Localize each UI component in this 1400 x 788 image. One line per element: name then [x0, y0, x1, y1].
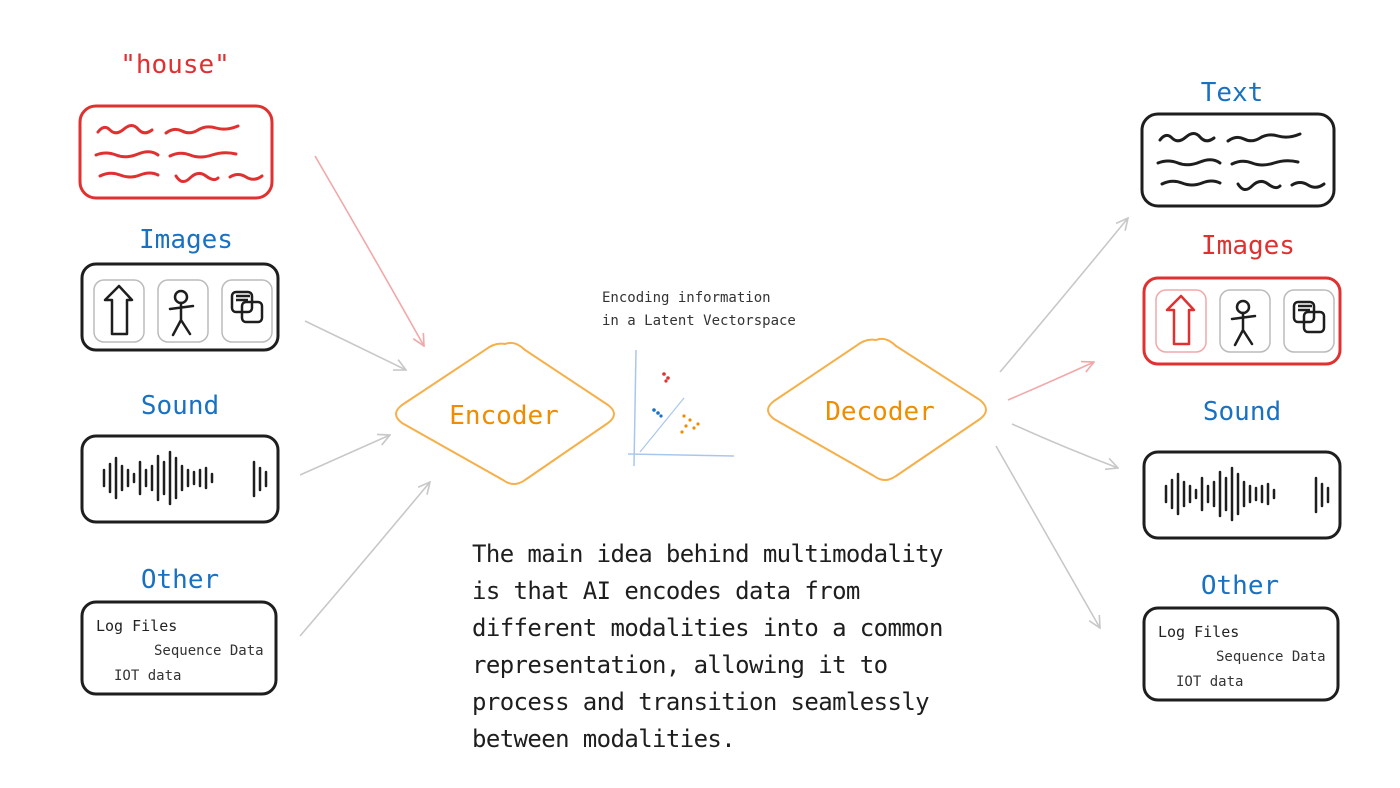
input-sound-label: Sound	[141, 391, 219, 421]
input-text-box	[78, 104, 274, 200]
arrow-decoder-to-images	[1007, 362, 1094, 401]
house-icon	[93, 279, 145, 343]
output-other-item: Sequence Data	[1216, 649, 1326, 665]
input-images-label: Images	[139, 225, 233, 255]
input-sound-box	[80, 434, 280, 524]
description-text: The main idea behind multimodality is th…	[472, 540, 943, 753]
latent-points-orange	[680, 414, 700, 434]
decoder-node: Decoder	[767, 337, 987, 481]
arrow-other-to-encoder	[299, 482, 430, 637]
latent-points-blue	[652, 408, 663, 418]
latent-space-plot	[627, 349, 735, 467]
output-text-box	[1140, 112, 1336, 208]
arrow-text-to-encoder	[314, 155, 424, 346]
output-other-item: IOT data	[1176, 674, 1243, 690]
output-other-label: Other	[1201, 571, 1279, 601]
scribble-text-icon	[1156, 132, 1326, 191]
scribble-text-icon	[94, 124, 264, 183]
input-other-item: IOT data	[114, 668, 181, 684]
stick-figure-icon	[1219, 289, 1271, 353]
latent-y-axis	[633, 349, 637, 467]
overlapping-squares-icon	[221, 279, 273, 343]
latent-x-axis	[627, 453, 735, 457]
latent-caption-line1: Encoding information	[602, 290, 771, 306]
waveform-icon	[1164, 466, 1330, 522]
latent-points-red	[662, 372, 670, 383]
input-arrows	[299, 155, 430, 637]
encoder-label: Encoder	[449, 401, 559, 431]
input-other-label: Other	[141, 565, 219, 595]
overlapping-squares-icon	[1283, 289, 1335, 353]
output-text-label: Text	[1201, 78, 1264, 108]
input-other-item: Log Files	[96, 617, 177, 635]
arrow-decoder-to-sound	[1011, 423, 1118, 468]
arrow-images-to-encoder	[304, 320, 406, 370]
decoder-label: Decoder	[825, 397, 935, 427]
latent-caption-line2: in a Latent Vectorspace	[602, 313, 796, 329]
input-images-box	[80, 262, 280, 352]
arrow-sound-to-encoder	[299, 435, 390, 476]
waveform-icon	[102, 450, 268, 506]
output-sound-box	[1142, 450, 1342, 540]
input-text-label: "house"	[120, 50, 230, 80]
house-icon	[1155, 289, 1207, 353]
output-other-box: Log Files Sequence Data IOT data	[1142, 606, 1340, 702]
output-other-item: Log Files	[1158, 623, 1239, 641]
latent-diagonal	[639, 397, 685, 453]
output-images-label: Images	[1201, 231, 1295, 261]
stick-figure-icon	[157, 279, 209, 343]
output-images-box	[1142, 276, 1342, 366]
encoder-node: Encoder	[395, 341, 615, 485]
input-other-box: Log Files Sequence Data IOT data	[80, 600, 278, 696]
input-other-item: Sequence Data	[154, 643, 264, 659]
output-sound-label: Sound	[1203, 397, 1281, 427]
arrow-decoder-to-text	[999, 218, 1128, 373]
arrow-decoder-to-other	[995, 445, 1100, 628]
output-arrows	[995, 218, 1128, 628]
